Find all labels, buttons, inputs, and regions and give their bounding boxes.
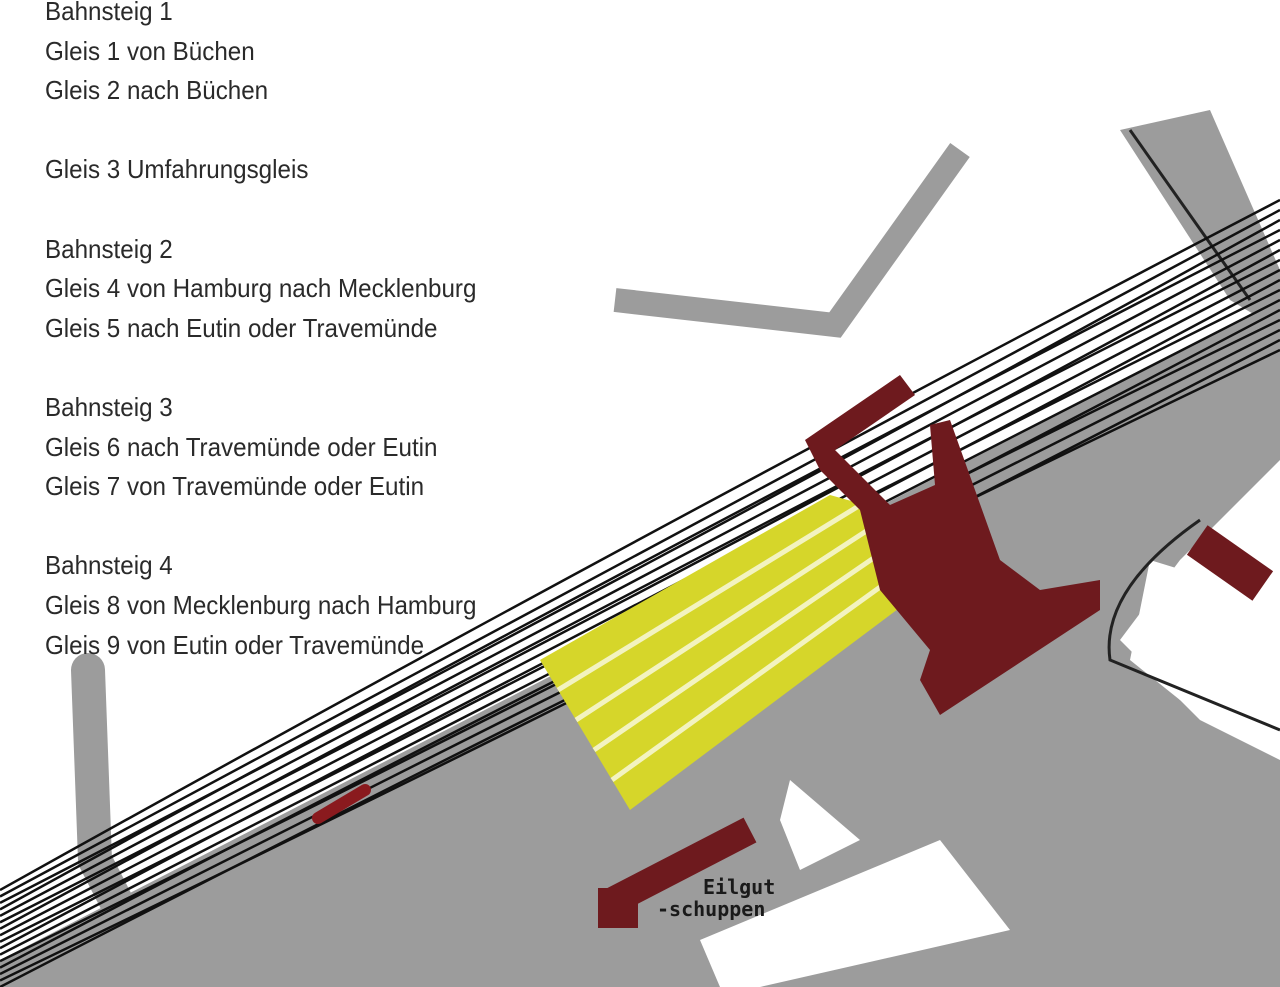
legend-line: Gleis 6 nach Travemünde oder Eutin [45,431,438,462]
legend-line: Gleis 7 von Travemünde oder Eutin [45,471,425,502]
freight-shed-label-2: -schuppen [657,897,766,921]
legend-line: Bahnsteig 1 [45,0,173,26]
legend-line: Gleis 3 Umfahrungsgleis [45,154,309,185]
platform-track [556,501,864,693]
track-line [0,208,1280,898]
freight-shed-label-1: Eilgut [703,875,776,899]
legend-line: Gleis 9 von Eutin oder Travemünde [45,629,425,660]
legend-line: Gleis 8 von Mecklenburg nach Hamburg [45,589,477,620]
track-line [0,268,1280,937]
legend-line: Gleis 5 nach Eutin oder Travemünde [45,312,438,343]
legend-line: Gleis 1 von Büchen [45,35,255,66]
platform-track [574,510,896,723]
road [1120,110,1280,330]
legend-line: Bahnsteig 2 [45,233,173,264]
legend-line: Bahnsteig 3 [45,391,173,422]
legend-line: Bahnsteig 4 [45,550,173,581]
road-left [71,653,177,987]
track-line [0,198,1280,892]
track-line [0,258,1280,930]
forecourt-white [1130,560,1280,740]
station-building [805,375,1100,715]
white-plot-2 [780,780,860,870]
legend-line [45,348,476,388]
track-line [0,228,1280,911]
outbuilding [1186,525,1274,601]
legend-line [45,190,476,230]
legend-line: Gleis 4 von Hamburg nach Mecklenburg [45,273,477,304]
small-building [312,784,371,824]
track-line [0,238,1280,917]
white-plot [700,840,1010,987]
platform-legend: Bahnsteig 1 Gleis 1 von Büchen Gleis 2 n… [45,0,509,665]
platform-track [592,519,928,753]
road-upper [613,143,970,338]
legend-line: Gleis 2 nach Büchen [45,75,269,106]
road-curve [1107,518,1280,732]
road-line [1128,129,1252,301]
legend-line [45,507,476,547]
freight-shed-end [598,888,638,928]
legend-line [45,111,476,151]
